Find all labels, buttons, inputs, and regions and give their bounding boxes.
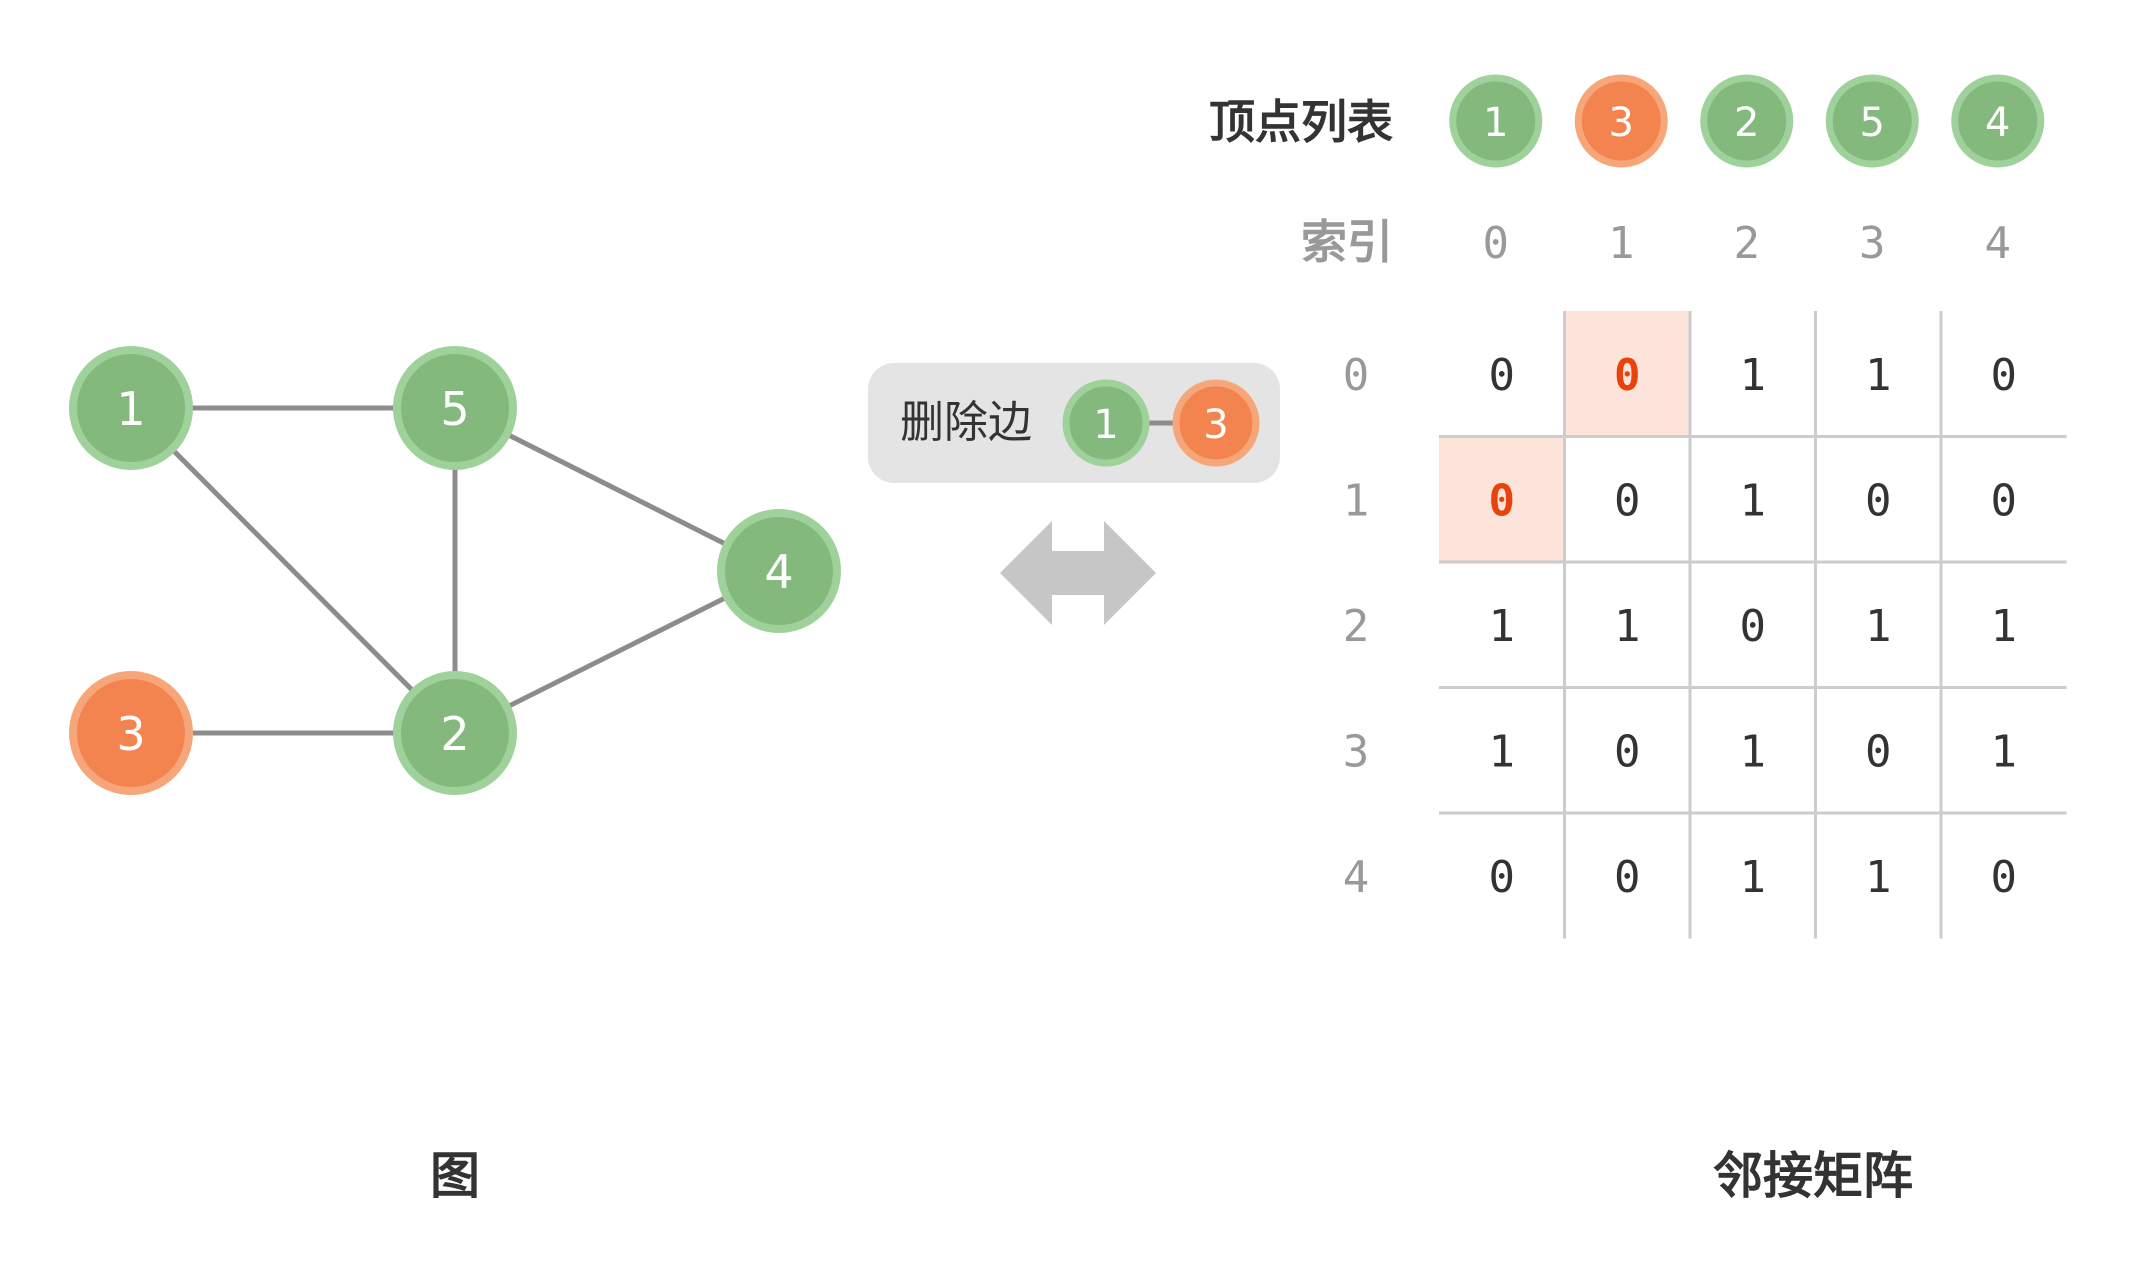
- highlighted-cell-background: [1439, 436, 1565, 562]
- column-index-3: 3: [1859, 218, 1886, 269]
- graph-vertex-3: 3: [69, 671, 193, 795]
- operation-edge-to-node: [1172, 379, 1260, 467]
- matrix-cell-4-3: 1: [1865, 852, 1892, 903]
- row-indices: 0 1 2 3 4: [1343, 350, 1370, 903]
- matrix-cell-1-1: 0: [1614, 475, 1641, 526]
- graph-vertex-circle: [393, 346, 517, 470]
- vertex-list-label: 2: [1734, 100, 1759, 146]
- operation-label: 删除边: [900, 397, 1032, 448]
- column-index-0: 0: [1483, 218, 1510, 269]
- highlighted-cell-background: [1564, 311, 1690, 437]
- vertex-list-circle: [1951, 74, 2045, 168]
- matrix-cell-1-0: 0: [1489, 475, 1516, 526]
- row-index-1: 1: [1343, 475, 1370, 526]
- vertex-list-item-1: 1: [1449, 74, 1543, 168]
- matrix-cell-4-0: 0: [1489, 852, 1516, 903]
- matrix-cell-3-4: 1: [1991, 726, 2018, 777]
- column-indices: 0 1 2 3 4: [1483, 218, 2012, 269]
- vertex-list-label: 3: [1609, 100, 1634, 146]
- vertex-list-item-4: 4: [1951, 74, 2045, 168]
- graph-edge-1-2: [129, 406, 457, 735]
- vertex-list-item-5: 5: [1825, 74, 1919, 168]
- graph-vertex-label: 4: [764, 545, 793, 599]
- graph-vertex-2: 2: [393, 671, 517, 795]
- matrix-cell-3-1: 0: [1614, 726, 1641, 777]
- matrix-cell-1-4: 0: [1991, 475, 2018, 526]
- column-index-4: 4: [1985, 218, 2012, 269]
- row-index-4: 4: [1343, 852, 1370, 903]
- operation-edge-to-label: 3: [1203, 402, 1228, 448]
- matrix-cell-0-4: 0: [1991, 350, 2018, 401]
- matrix-cell-4-4: 0: [1991, 852, 2018, 903]
- graph-vertex-label: 3: [116, 707, 145, 761]
- matrix-cell-0-0: 0: [1489, 350, 1516, 401]
- graph-vertex-circle: [393, 671, 517, 795]
- matrix-cell-1-2: 1: [1740, 475, 1767, 526]
- matrix-cell-3-3: 0: [1865, 726, 1892, 777]
- matrix-cell-1-3: 0: [1865, 475, 1892, 526]
- graph-nodes: 1 5 4 3 2: [69, 346, 841, 795]
- index-label: 索引: [1301, 215, 1393, 269]
- graph-vertex-1: 1: [69, 346, 193, 470]
- graph-caption: 图: [430, 1147, 480, 1205]
- matrix-caption: 邻接矩阵: [1713, 1147, 1913, 1205]
- row-index-0: 0: [1343, 350, 1370, 401]
- row-index-2: 2: [1343, 601, 1370, 652]
- vertex-list-item-2: 2: [1700, 74, 1794, 168]
- vertex-list-circle: [1449, 74, 1543, 168]
- matrix-cell-3-2: 1: [1740, 726, 1767, 777]
- matrix-cell-2-3: 1: [1865, 601, 1892, 652]
- graph-vertex-circle: [717, 509, 841, 633]
- operation-badge: 删除边 1 3: [868, 363, 1280, 483]
- operation-edge-from-node: [1062, 379, 1150, 467]
- matrix-cell-2-4: 1: [1991, 601, 2018, 652]
- matrix-cell-0-2: 1: [1740, 350, 1767, 401]
- graph-vertex-circle: [69, 346, 193, 470]
- matrix-cell-3-0: 1: [1489, 726, 1516, 777]
- matrix-cell-0-1: 0: [1614, 350, 1641, 401]
- vertex-list-circle: [1700, 74, 1794, 168]
- matrix-cell-0-3: 1: [1865, 350, 1892, 401]
- vertex-list-label: 4: [1985, 100, 2010, 146]
- vertex-list: 1 3 2 5 4: [1449, 74, 2045, 168]
- graph-vertex-label: 1: [116, 382, 145, 436]
- matrix-cell-4-1: 0: [1614, 852, 1641, 903]
- graph-vertex-label: 2: [440, 707, 469, 761]
- matrix-cell-2-2: 0: [1740, 601, 1767, 652]
- matrix-cell-2-0: 1: [1489, 601, 1516, 652]
- bidirectional-arrow-icon: [1000, 521, 1156, 625]
- vertex-list-label: 顶点列表: [1209, 95, 1393, 149]
- vertex-list-label: 1: [1483, 100, 1508, 146]
- vertex-list-label: 5: [1860, 100, 1885, 146]
- graph-vertex-circle: [69, 671, 193, 795]
- operation-edge-from-label: 1: [1093, 402, 1118, 448]
- graph-vertex-label: 5: [440, 382, 469, 436]
- row-index-3: 3: [1343, 726, 1370, 777]
- column-index-1: 1: [1608, 218, 1635, 269]
- matrix-cells: 0 0 1 1 0 0 0 1 0 0 1 1 0 1 1 1 0 1 0 1 0 0 1 1 0: [1439, 311, 2017, 903]
- matrix-grid: [1439, 311, 2067, 939]
- matrix-cell-2-1: 1: [1614, 601, 1641, 652]
- column-index-2: 2: [1734, 218, 1761, 269]
- graph-vertex-5: 5: [393, 346, 517, 470]
- matrix-cell-4-2: 1: [1740, 852, 1767, 903]
- vertex-list-item-3: 3: [1574, 74, 1668, 168]
- graph-vertex-4: 4: [717, 509, 841, 633]
- vertex-list-circle: [1825, 74, 1919, 168]
- vertex-list-circle: [1574, 74, 1668, 168]
